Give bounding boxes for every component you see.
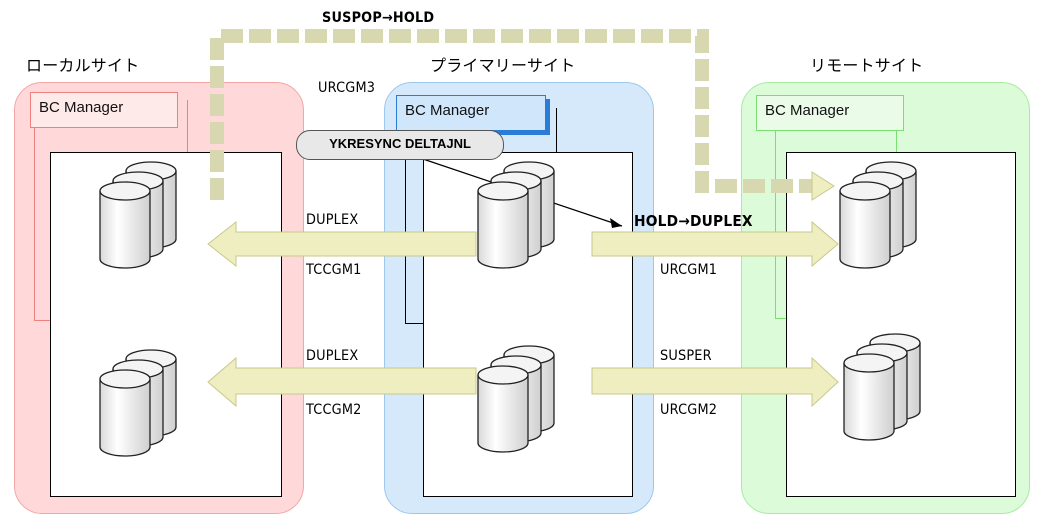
- urcgm2-group: URCGM2: [660, 402, 718, 418]
- local-bc-manager-label: BC Manager: [30, 92, 178, 128]
- tccgm1-status: DUPLEX: [306, 212, 359, 228]
- diagram-graphics: [99, 29, 921, 457]
- primary-lower-disk-stack: [477, 345, 555, 453]
- command-pointer-head: [610, 218, 622, 228]
- remote-site-title: リモートサイト: [810, 58, 924, 75]
- tccgm2-arrow: [207, 356, 477, 408]
- diagram-canvas: ローカルサイト プライマリーサイト リモートサイト BC Manager BC …: [14, 10, 1030, 514]
- ykresync-command-bubble: YKRESYNC DELTAJNL: [296, 130, 504, 160]
- local-lower-disk-stack: [99, 349, 177, 457]
- primary-site-title: プライマリーサイト: [430, 58, 576, 75]
- local-upper-disk-stack: [99, 161, 177, 269]
- primary-bc-manager-label: BC Manager: [396, 95, 546, 131]
- top-transition-label: SUSPOP→HOLD: [322, 10, 435, 26]
- urcgm3-label: URCGM3: [318, 80, 376, 96]
- urcgm1-group: URCGM1: [660, 262, 718, 278]
- urcgm1-arrow: [591, 220, 839, 268]
- urcgm1-status: HOLD→DUPLEX: [634, 212, 753, 230]
- tccgm1-arrow: [207, 220, 477, 268]
- primary-upper-disk-stack: [477, 161, 555, 269]
- remote-upper-disk-stack: [839, 161, 917, 269]
- urcgm3-dashed-path: [210, 29, 812, 200]
- remote-lower-disk-stack: [843, 333, 921, 441]
- remote-bc-manager-label: BC Manager: [756, 95, 904, 131]
- urcgm2-status: SUSPER: [660, 348, 712, 364]
- tccgm2-group: TCCGM2: [306, 402, 362, 418]
- tccgm2-status: DUPLEX: [306, 348, 359, 364]
- local-site-title: ローカルサイト: [26, 58, 140, 75]
- tccgm1-group: TCCGM1: [306, 262, 362, 278]
- urcgm3-arrowhead: [811, 171, 835, 201]
- urcgm2-arrow: [591, 356, 839, 408]
